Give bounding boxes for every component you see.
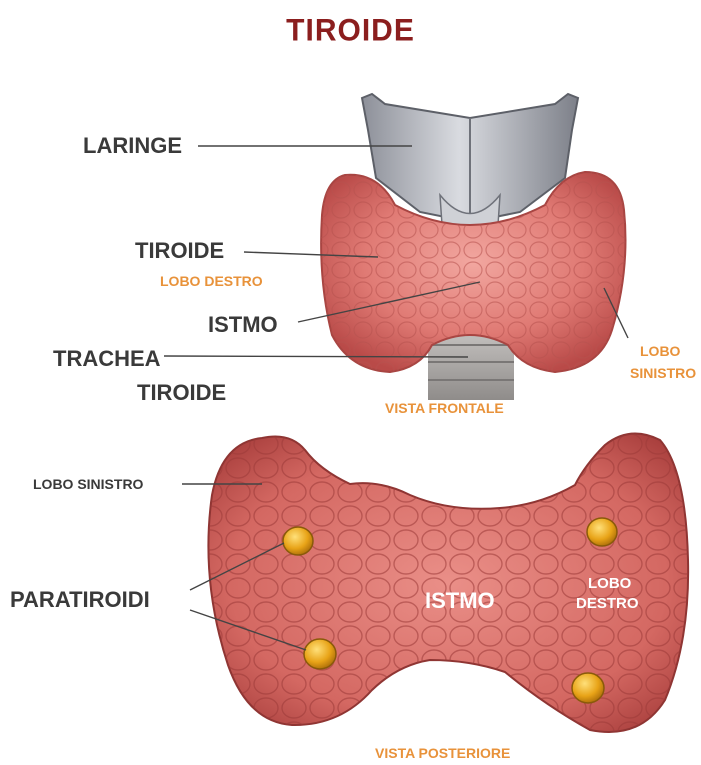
label-laringe: LARINGE (83, 133, 182, 159)
label-vista-frontale: VISTA FRONTALE (385, 400, 504, 416)
label-lobo-destro-frontal: LOBO DESTRO (160, 273, 263, 289)
label-lobo-destro-posterior-line2: DESTRO (576, 595, 639, 612)
label-lobo-sinistro-frontal: LOBO (640, 343, 680, 359)
label-lobo-sinistro-line1: LOBO (640, 343, 680, 359)
label-trachea: TRACHEA (53, 346, 161, 372)
label-istmo-frontal: ISTMO (208, 312, 278, 338)
label-lobo-destro-posterior-line1: LOBO (588, 575, 631, 592)
parathyroid-lower-right (572, 673, 604, 703)
frontal-view (164, 94, 628, 400)
parathyroid-upper-left (283, 527, 313, 555)
parathyroid-lower-left (304, 639, 336, 669)
label-tiroide: TIROIDE (135, 238, 224, 264)
label-lobo-sinistro-posterior: LOBO SINISTRO (33, 476, 143, 492)
label-lobo-sinistro-line2: SINISTRO (630, 365, 696, 381)
label-istmo-posterior: ISTMO (425, 588, 495, 614)
parathyroid-upper-right (587, 518, 617, 546)
label-tiroide-2: TIROIDE (137, 380, 226, 406)
label-paratiroidi: PARATIROIDI (10, 587, 150, 613)
label-vista-posteriore: VISTA POSTERIORE (375, 745, 510, 761)
